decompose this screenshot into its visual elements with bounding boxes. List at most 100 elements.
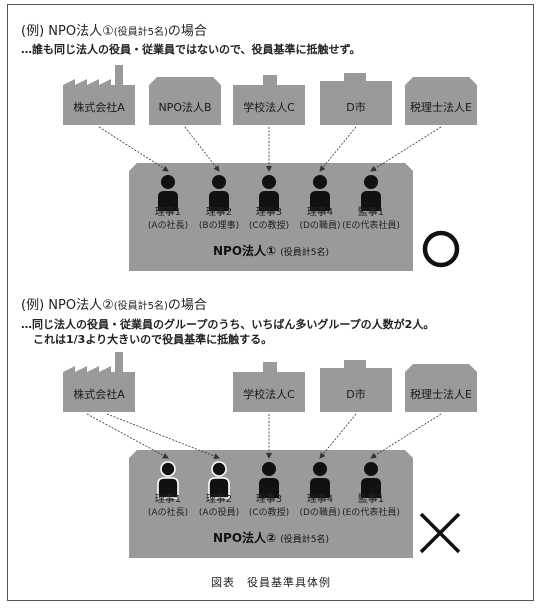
person-head-icon [212, 175, 226, 189]
npo-building-1 [129, 163, 413, 271]
member-role: 理事2 [206, 205, 232, 218]
npo-paren: (役員計5名) [280, 246, 329, 258]
person-icon-5 [361, 462, 381, 498]
building-label: 税理士法人E [410, 387, 472, 401]
person-body-icon [209, 191, 229, 211]
person-head-icon [262, 175, 276, 189]
connector-arrow [319, 413, 357, 459]
example-1-title: (例) NPO法人①(役員計5名)の場合 [21, 20, 207, 39]
building-org-2-4 [405, 364, 477, 412]
member-role: 理事3 [256, 205, 282, 218]
connector-arrow [184, 126, 220, 172]
example-1-title-main: (例) NPO法人① [21, 24, 114, 39]
example-1-description-line: …誰も同じ法人の役員・従業員ではないので、役員基準に抵触せず。 [21, 43, 361, 56]
member-role: 理事1 [155, 492, 181, 505]
example-1-description: …誰も同じ法人の役員・従業員ではないので、役員基準に抵触せず。 [21, 42, 360, 57]
npo-name: NPO法人① [213, 243, 276, 258]
person-body-icon [361, 191, 381, 211]
npo-label: NPO法人① (役員計5名) [213, 243, 329, 258]
member-role: 監事1 [358, 205, 384, 218]
member-affiliation: (Bの理事) [199, 219, 239, 231]
person-icon-4 [310, 462, 330, 498]
member-role: 理事4 [307, 205, 333, 218]
npo-paren: (役員計5名) [280, 533, 329, 545]
verdict-cross-icon [419, 512, 461, 554]
person-icon-1 [157, 461, 179, 499]
person-body-icon [310, 478, 330, 498]
person-body-icon [208, 477, 230, 499]
member-role: 理事3 [256, 492, 282, 505]
connector-arrow [319, 126, 357, 172]
building-label: 株式会社A [73, 100, 125, 114]
building-label: D市 [346, 100, 365, 114]
member-affiliation: (Dの職員) [300, 507, 341, 518]
person-body-icon [158, 191, 178, 211]
person-head-icon [262, 462, 276, 476]
person-icon-3 [259, 462, 279, 498]
building-org-2-3 [320, 360, 392, 412]
building-label: 税理士法人E [410, 100, 472, 114]
npo-label: NPO法人② (役員計5名) [213, 530, 329, 545]
example-2-description: …同じ法人の役員・従業員のグループのうち、いちばん多いグループの人数が2人。 こ… [21, 317, 434, 347]
building-label: D市 [346, 387, 365, 401]
member-affiliation: (Aの社長) [148, 219, 188, 231]
figure-caption: 図表 役員基準具体例 [211, 576, 331, 589]
connector-arrow [98, 126, 169, 172]
person-icon-2 [208, 461, 230, 499]
example-1-title-suffix: の場合 [167, 24, 207, 39]
member-affiliation: (Aの役員) [199, 506, 239, 518]
building-label: 株式会社A [73, 387, 125, 401]
member-affiliation: (Aの社長) [148, 506, 188, 518]
person-head-icon [364, 462, 378, 476]
connector-arrow [86, 413, 169, 459]
person-icon-4 [310, 175, 330, 211]
example-2-title: (例) NPO法人②(役員計5名)の場合 [21, 294, 207, 313]
building-org-1-3 [233, 75, 305, 125]
person-icon-2 [209, 175, 229, 211]
building-org-1-4 [320, 73, 392, 125]
building-label: 学校法人C [243, 100, 295, 114]
example-1-title-paren: (役員計5名) [113, 27, 168, 38]
member-affiliation: (Cの教授) [249, 506, 289, 518]
building-org-1-2 [149, 77, 221, 125]
member-affiliation: (Cの教授) [249, 219, 289, 231]
person-body-icon [259, 478, 279, 498]
member-affiliation: (Dの職員) [300, 220, 341, 231]
building-org-2-1 [63, 352, 135, 412]
person-body-icon [310, 191, 330, 211]
person-head-icon [211, 461, 227, 477]
example-2-title-suffix: の場合 [167, 298, 207, 313]
example-2-title-main: (例) NPO法人② [21, 298, 114, 313]
building-org-1-5 [405, 77, 477, 125]
person-head-icon [313, 175, 327, 189]
person-icon-5 [361, 175, 381, 211]
npo-name: NPO法人② [213, 530, 276, 545]
person-icon-3 [259, 175, 279, 211]
member-affiliation: (Eの代表社員) [342, 506, 400, 518]
building-org-1-1 [63, 65, 135, 125]
person-head-icon [313, 462, 327, 476]
member-role: 理事4 [307, 492, 333, 505]
member-role: 理事1 [155, 205, 181, 218]
building-label: NPO法人B [158, 100, 211, 114]
person-body-icon [157, 477, 179, 499]
member-affiliation: (Eの代表社員) [342, 219, 400, 231]
connector-arrow [106, 413, 220, 459]
person-head-icon [161, 175, 175, 189]
example-2-title-paren: (役員計5名) [113, 301, 168, 312]
figure-frame [7, 4, 534, 601]
verdict-circle-icon [422, 230, 460, 268]
person-head-icon [160, 461, 176, 477]
person-body-icon [361, 478, 381, 498]
person-head-icon [364, 175, 378, 189]
building-org-2-2 [233, 362, 305, 412]
example-2-description-line-1: …同じ法人の役員・従業員のグループのうち、いちばん多いグループの人数が2人。 [21, 318, 435, 331]
person-icon-1 [158, 175, 178, 211]
example-2-description-line-2: これは1/3より大きいので役員基準に抵触する。 [33, 333, 273, 346]
member-role: 監事1 [358, 492, 384, 505]
member-role: 理事2 [206, 492, 232, 505]
building-label: 学校法人C [243, 387, 295, 401]
npo-building-2 [129, 450, 413, 558]
person-body-icon [259, 191, 279, 211]
